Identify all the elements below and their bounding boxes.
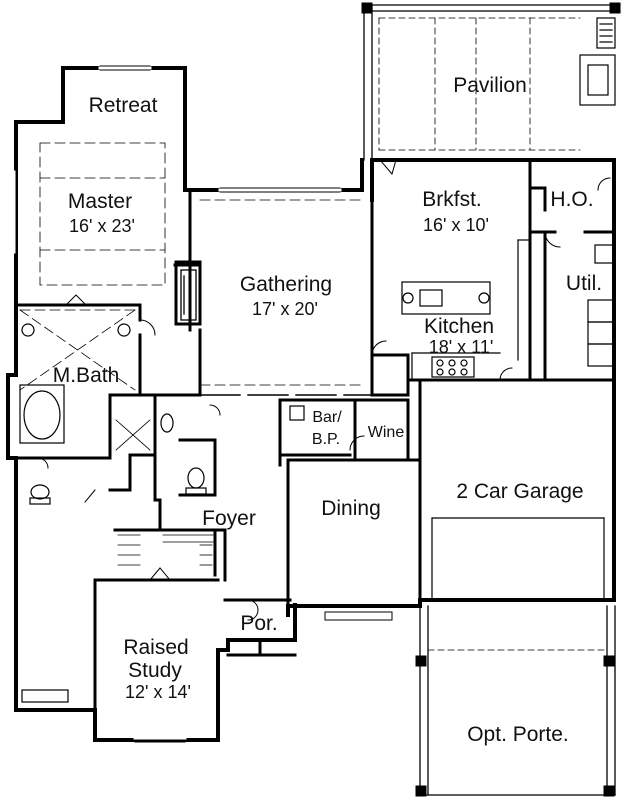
master-size: 16' x 23' bbox=[69, 216, 135, 236]
util-label: Util. bbox=[566, 272, 602, 295]
porte-post bbox=[603, 655, 615, 667]
kitchen-island bbox=[401, 239, 531, 381]
porte-cochere bbox=[419, 605, 616, 796]
door-swings bbox=[37, 159, 611, 621]
exterior-walls bbox=[6, 66, 616, 742]
wine-label: Wine bbox=[368, 424, 405, 441]
porte-label: Opt. Porte. bbox=[467, 723, 569, 746]
utility-cabinets bbox=[587, 244, 615, 367]
master-label: Master bbox=[68, 190, 132, 213]
bp-label: B.P. bbox=[312, 431, 340, 448]
brkfst-label: Brkfst. bbox=[422, 188, 482, 211]
kitchen-label: Kitchen bbox=[424, 315, 494, 338]
pavilion-post bbox=[361, 2, 373, 14]
pavilion-post bbox=[609, 2, 621, 14]
por-label: Por. bbox=[240, 612, 277, 635]
outdoor-fireplace bbox=[579, 17, 616, 106]
garage-label: 2 Car Garage bbox=[456, 480, 583, 503]
interior-walls bbox=[14, 158, 616, 712]
mbath-label: M.Bath bbox=[53, 364, 120, 387]
kitchen-size: 18' x 11' bbox=[429, 337, 494, 357]
pavilion-label: Pavilion bbox=[453, 74, 527, 97]
gathering-label: Gathering bbox=[240, 273, 332, 296]
ceiling-dash-lines bbox=[19, 142, 363, 391]
study-label-line1: Raised bbox=[123, 636, 188, 659]
dining-label: Dining bbox=[321, 497, 381, 520]
bar-label: Bar/ bbox=[312, 409, 342, 426]
porte-post bbox=[603, 785, 615, 797]
gathering-size: 17' x 20' bbox=[252, 299, 318, 319]
fireplace bbox=[180, 269, 197, 321]
porte-post bbox=[415, 785, 427, 797]
porte-post bbox=[415, 655, 427, 667]
ho-label: H.O. bbox=[550, 188, 593, 211]
study-label-line2: Study bbox=[128, 659, 182, 682]
retreat-label: Retreat bbox=[89, 94, 158, 117]
bath-fixtures bbox=[19, 323, 305, 703]
study-size: 12' x 14' bbox=[125, 682, 191, 702]
stairs bbox=[115, 419, 214, 566]
garage-door bbox=[431, 517, 605, 599]
windows bbox=[12, 65, 342, 743]
brkfst-size: 16' x 10' bbox=[423, 215, 489, 235]
front-steps bbox=[324, 611, 393, 621]
foyer-label: Foyer bbox=[202, 507, 256, 530]
